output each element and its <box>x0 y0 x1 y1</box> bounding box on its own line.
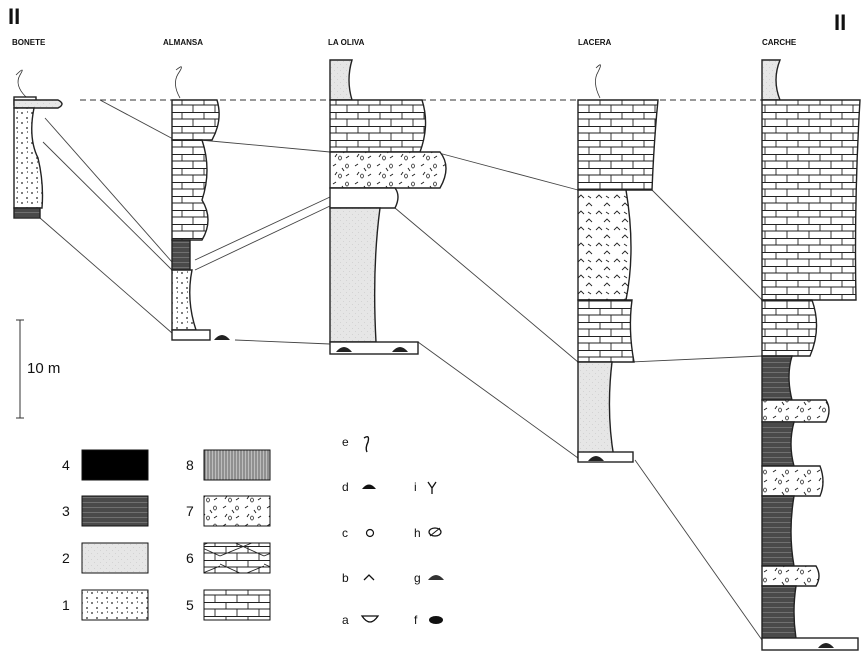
symbol-letter-c: c <box>342 526 348 540</box>
symbol-letter-d: d <box>342 480 349 494</box>
symbol-d-icon <box>362 485 376 490</box>
section-title-lacera: LACERA <box>578 38 612 47</box>
symbol-g-icon <box>428 575 444 580</box>
symbol-letter-f: f <box>414 613 418 627</box>
corner-mark-right: II <box>834 10 846 35</box>
column-bonete <box>14 70 62 218</box>
section-title-la-oliva: LA OLIVA <box>328 38 365 47</box>
symbol-letter-i: i <box>414 480 417 494</box>
legend-num-6: 6 <box>186 550 194 566</box>
symbol-f-icon <box>429 616 443 624</box>
legend-swatch-4 <box>82 450 148 480</box>
symbol-letter-g: g <box>414 571 421 585</box>
section-title-bonete: BONETE <box>12 38 46 47</box>
legend-num-3: 3 <box>62 503 70 519</box>
legend-num-5: 5 <box>186 597 194 613</box>
symbol-letter-e: e <box>342 435 349 449</box>
column-almansa <box>172 67 230 340</box>
legend-swatch-5 <box>204 590 270 620</box>
symbol-letter-h: h <box>414 526 421 540</box>
symbol-legend: e d c b a i h g f <box>342 435 444 627</box>
legend-swatch-2 <box>82 543 148 573</box>
column-lacera <box>578 65 658 462</box>
legend-num-8: 8 <box>186 457 194 473</box>
symbol-letter-a: a <box>342 613 349 627</box>
legend-num-2: 2 <box>62 550 70 566</box>
section-title-almansa: ALMANSA <box>163 38 203 47</box>
lithology-legend: 4 3 2 1 8 7 6 5 <box>62 450 270 620</box>
scale-bar-label: 10 m <box>27 360 60 377</box>
legend-swatch-8 <box>204 450 270 480</box>
symbol-e-icon <box>364 437 369 452</box>
legend-num-7: 7 <box>186 503 194 519</box>
symbol-a-icon <box>362 616 378 622</box>
legend-swatch-3 <box>82 496 148 526</box>
legend-swatch-1 <box>82 590 148 620</box>
legend-swatch-7 <box>204 496 270 526</box>
legend-swatch-6 <box>204 543 270 573</box>
symbol-i-icon <box>428 482 436 494</box>
legend-num-1: 1 <box>62 597 70 613</box>
section-title-carche: CARCHE <box>762 38 797 47</box>
symbol-c-icon <box>367 530 374 537</box>
legend-num-4: 4 <box>62 457 70 473</box>
column-la-oliva <box>330 60 446 354</box>
corner-mark-left: II <box>8 4 20 29</box>
column-carche <box>762 60 860 650</box>
symbol-letter-b: b <box>342 571 349 585</box>
scale-bar: 10 m <box>16 320 60 418</box>
symbol-b-icon <box>364 575 374 580</box>
